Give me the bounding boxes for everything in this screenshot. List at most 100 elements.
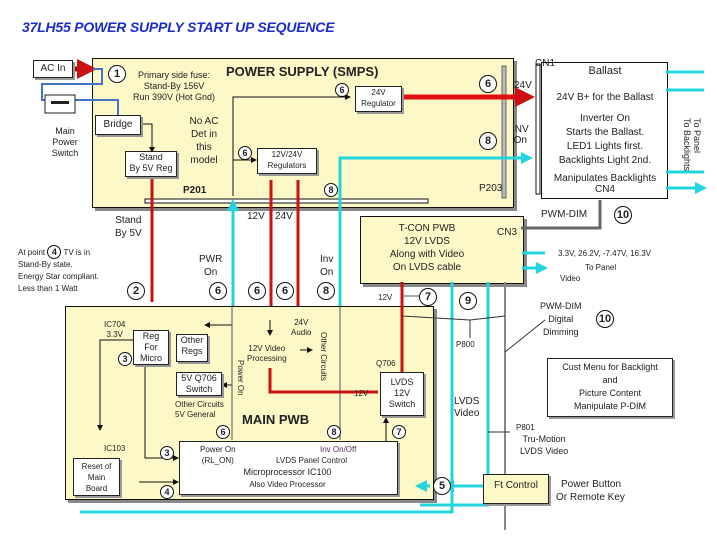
p201-label: P201 — [183, 185, 207, 196]
step-circle: 6 — [335, 83, 349, 97]
to-panel-label: To Panel — [585, 263, 617, 272]
smps-title: POWER SUPPLY (SMPS) — [226, 64, 379, 79]
q706-switch-box: 5V Q706 Switch — [176, 372, 222, 396]
box-line: Switch — [185, 384, 213, 394]
label-line: Processing — [247, 354, 287, 363]
step-circle: 3 — [160, 446, 174, 460]
label-line: LVDS Video — [520, 446, 569, 456]
tcon-line: On LVDS cable — [392, 262, 462, 273]
box-line: Stand — [139, 152, 163, 162]
24v-out-label: 24V — [514, 80, 532, 91]
label-line: Digital — [548, 314, 574, 324]
box-line: Regs — [181, 346, 203, 356]
smps-board — [92, 58, 514, 208]
fuse-note: Primary side fuse: Stand-By 156V Run 390… — [132, 70, 216, 103]
tcon-line: 12V LVDS — [404, 236, 450, 247]
label-line: Power Button — [561, 479, 622, 490]
step-circle: 8 — [479, 132, 497, 150]
step-circle: 6 — [276, 282, 294, 300]
step-circle: 7 — [419, 288, 437, 306]
inv-on-label: INV On — [512, 124, 529, 146]
p203-label: P203 — [479, 183, 503, 194]
fuse-note-line: Run 390V (Hot Gnd) — [132, 92, 216, 102]
ac-switch-loop — [41, 68, 119, 116]
step-circle: 7 — [392, 425, 406, 439]
ic704-label: IC704 3.3V — [104, 320, 125, 340]
step-circle: 10 — [596, 310, 614, 328]
step-circle: 6 — [238, 146, 252, 160]
pwm-dim-label: PWM-DIM — [541, 209, 588, 220]
step-circle: 1 — [108, 65, 126, 83]
tcon-line: Along with Video — [389, 249, 465, 260]
no-ac-line: this — [196, 142, 212, 153]
label-line: Or Remote Key — [556, 492, 625, 503]
main-power-switch-label: Main Power Switch — [40, 126, 90, 159]
ballast-title: Ballast — [588, 65, 622, 77]
box-line: Main — [87, 473, 106, 482]
micro-inv-onoff: Inv On/Off — [320, 445, 357, 454]
label-line: PWM-DIM — [540, 301, 582, 311]
other-regs-box: Other Regs — [176, 334, 208, 362]
label-line: On — [513, 135, 527, 146]
step-circle: 6 — [209, 282, 227, 300]
box-line: 24V — [371, 88, 386, 97]
audio-24v-label: 24V Audio — [291, 318, 311, 338]
to-panel-backlights-label: To Panel To Backlights — [682, 118, 702, 171]
lvds-12v-switch-box: LVDS 12V Switch — [380, 372, 424, 416]
lvds-video-label: LVDS Video — [454, 396, 479, 420]
box-line: For — [144, 342, 158, 352]
label-line: On — [320, 267, 334, 278]
label-line: To Backlights — [682, 118, 692, 172]
box-line: Reset of — [81, 462, 112, 471]
tcon-line: T-CON PWB — [398, 223, 456, 234]
step-circle: 9 — [459, 292, 477, 310]
fuse-note-line: Primary side fuse: — [137, 70, 211, 80]
lvds-12v-label: 12V — [354, 389, 369, 398]
label-line: 24V — [294, 318, 309, 327]
step-circle: 4 — [160, 485, 174, 499]
12v-tcon-label: 12V — [378, 293, 393, 302]
12v-label: 12V — [247, 211, 265, 222]
switch-label-line: Switch — [51, 148, 79, 158]
ic103-label: IC103 — [104, 444, 126, 453]
cn3-label: CN3 — [497, 227, 518, 238]
step-circle: 10 — [614, 206, 632, 224]
tcon-board — [360, 216, 524, 284]
label-line: Tru-Motion — [522, 434, 566, 444]
standby-5v-reg-box: Stand By 5V Reg — [125, 151, 177, 177]
other-circuits-vertical: Other Circuits — [319, 332, 328, 381]
label-line: Inv — [320, 254, 334, 265]
box-line: By 5V Reg — [129, 163, 173, 173]
standby-note-line: Stand-By state. — [18, 260, 73, 269]
box-line: and — [602, 375, 618, 385]
box-line: Cust Menu for Backlight — [562, 362, 658, 372]
24v-regulator-box: 24V Regulator — [355, 86, 402, 112]
box-line: Switch — [388, 399, 416, 409]
label-line: Video — [454, 408, 480, 419]
step-circle: 5 — [433, 477, 451, 495]
ballast-manipulates: Manipulates Backlights CN4 — [545, 173, 665, 195]
label-line: By 5V — [115, 228, 142, 239]
box-line: Board — [85, 484, 108, 493]
panel-voltages: 3.3V, 26.2V, -7.47V, 16.3V — [558, 249, 651, 258]
step-circle: 8 — [317, 282, 335, 300]
ac-in-box: AC In — [33, 60, 73, 78]
box-line: Other — [180, 335, 204, 345]
standby-note-line1: At point 4 TV is in — [18, 245, 91, 259]
p801-label: P801 — [516, 423, 535, 432]
micro-lvds-control: LVDS Panel Control — [276, 456, 347, 465]
label-line: Audio — [291, 328, 312, 337]
video-label: Video — [560, 274, 581, 283]
microprocessor-box — [179, 441, 398, 495]
box-line: LVDS — [390, 377, 414, 387]
ballast-line: LED1 Lights first. — [566, 141, 644, 152]
label-line: INV — [512, 124, 529, 135]
step-circle: 6 — [248, 282, 266, 300]
micro-power-on: Power On (RL_ON) — [200, 444, 236, 466]
ballast-line: Backlights Light 2nd. — [558, 155, 652, 166]
label-line: Power On — [200, 445, 236, 454]
other-circuits-5v: Other Circuits 5V General — [175, 400, 224, 420]
p800-label: P800 — [456, 340, 475, 349]
standby-5v-label: Stand By 5V — [115, 214, 142, 240]
tcon-text: T-CON PWB 12V LVDS Along with Video On L… — [362, 222, 492, 274]
